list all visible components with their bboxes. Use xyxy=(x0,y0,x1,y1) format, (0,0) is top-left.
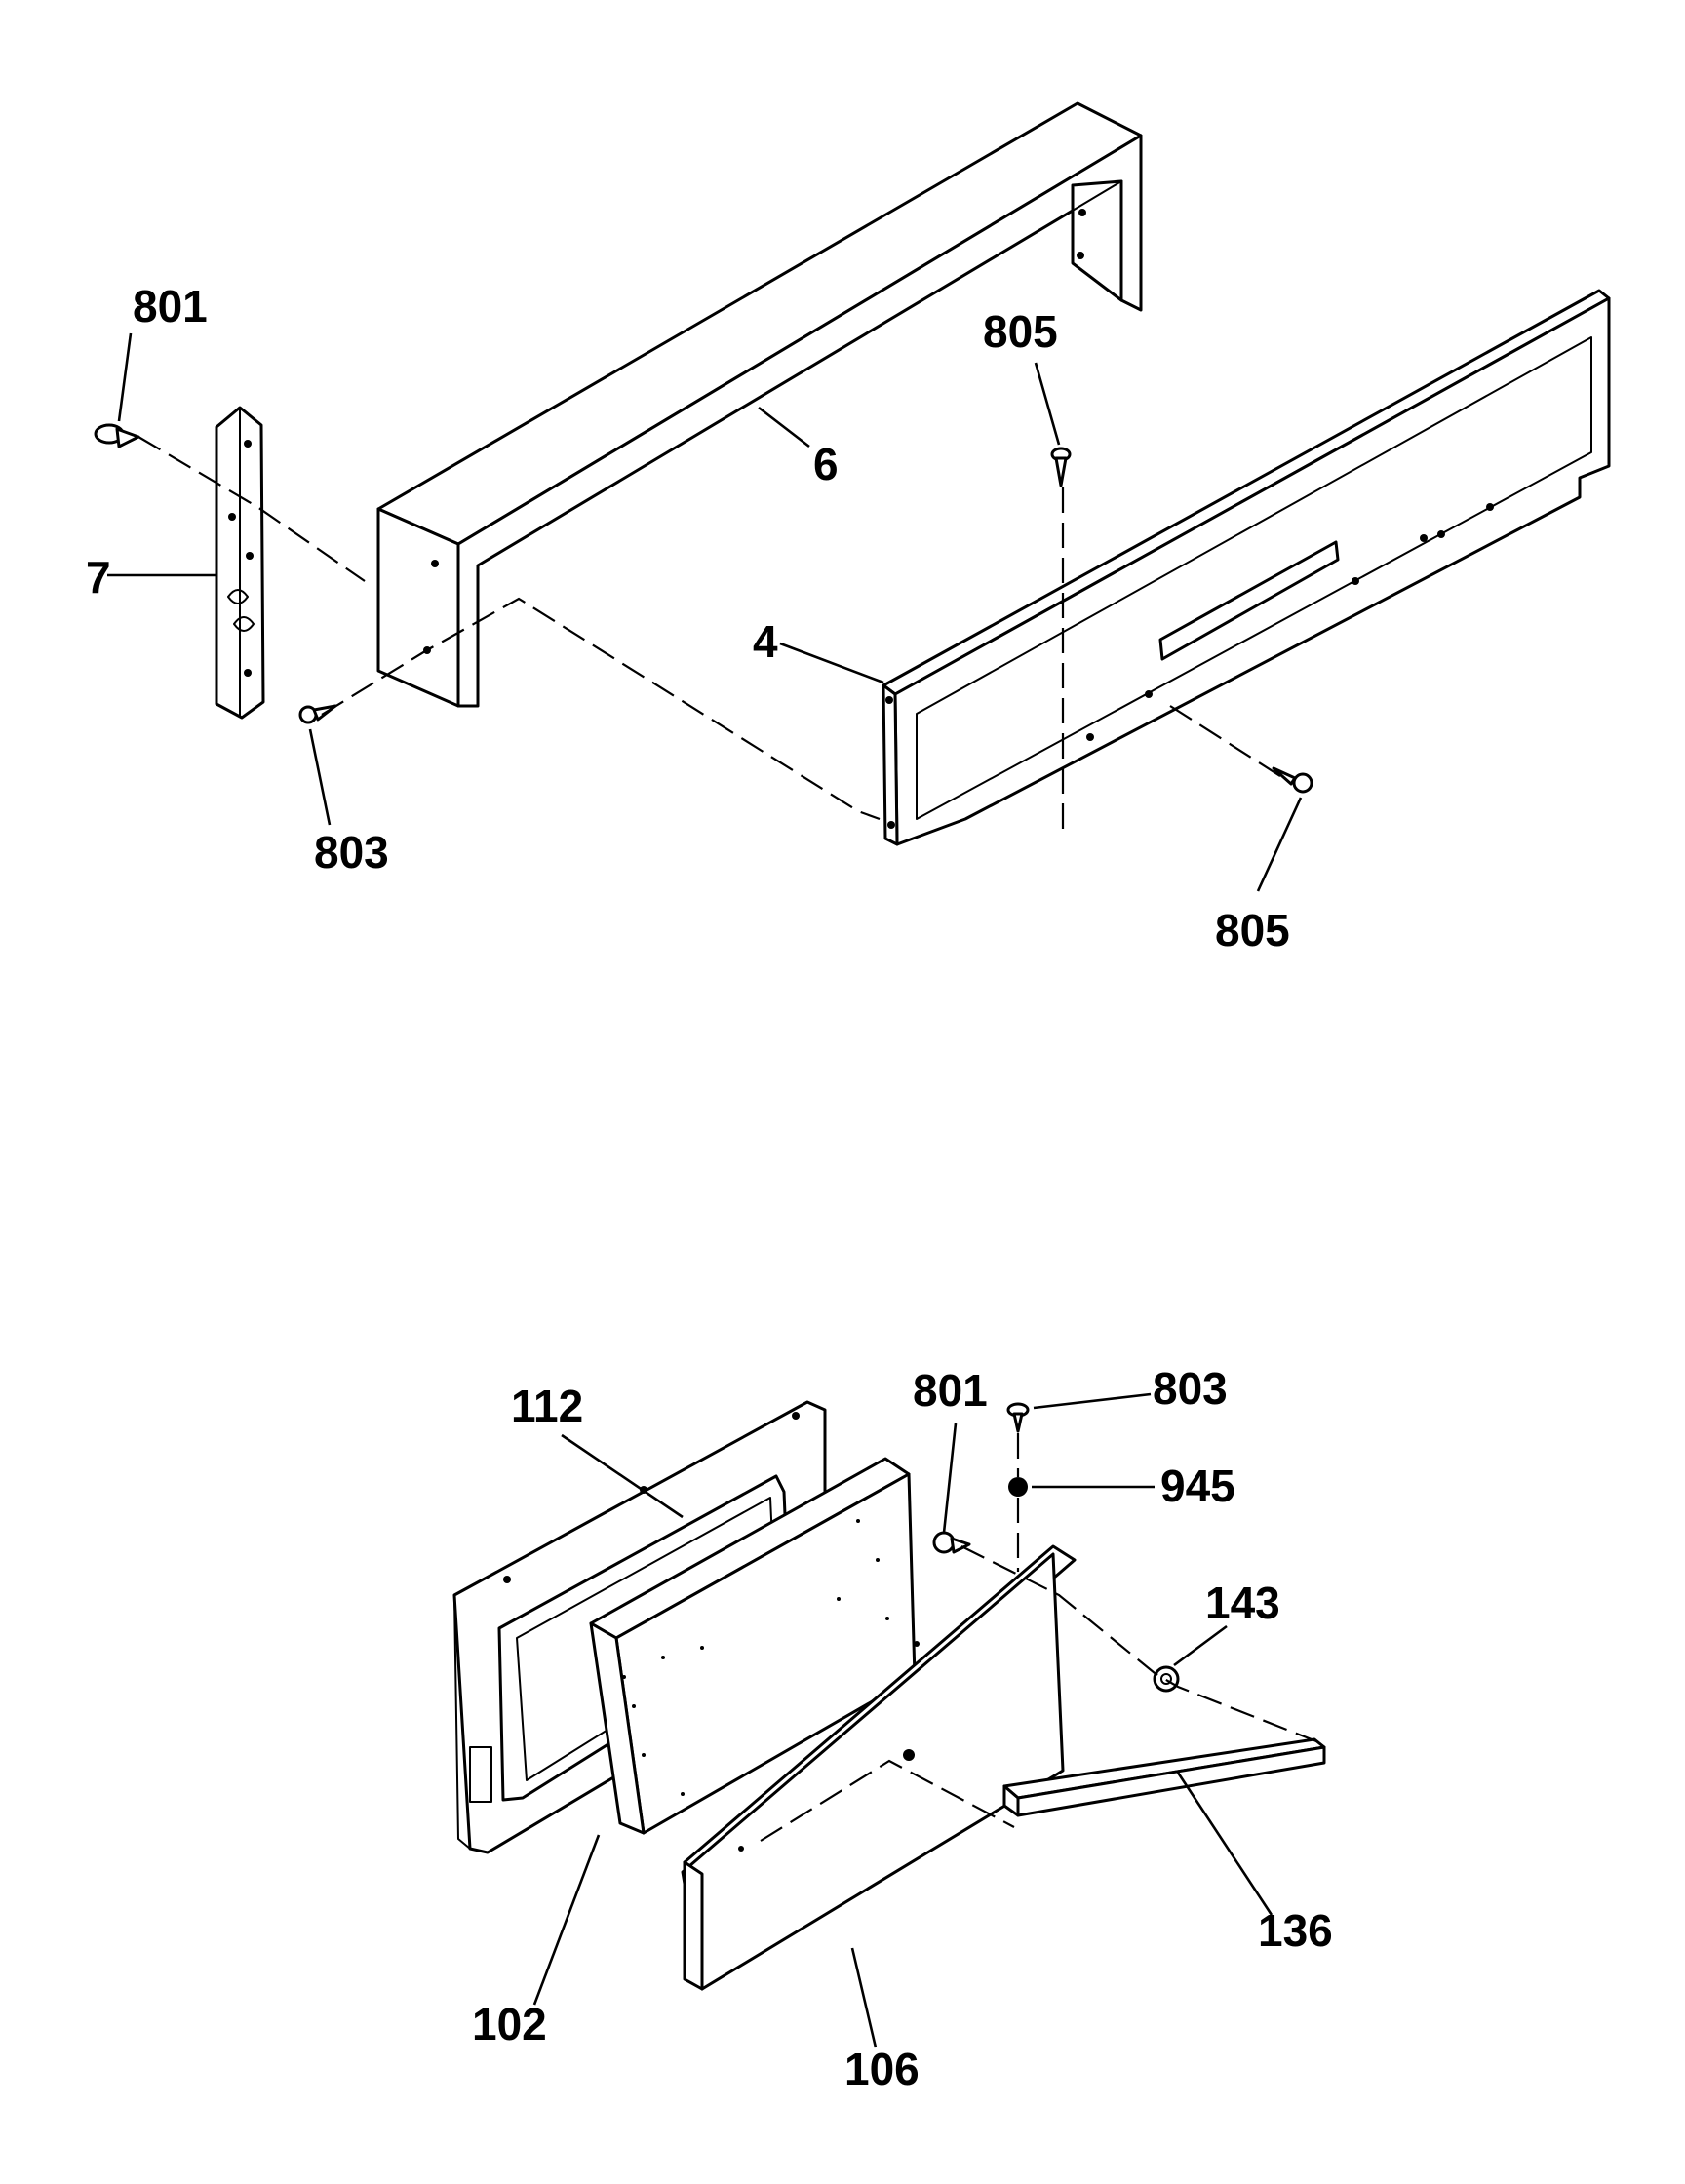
callout-112: 112 xyxy=(511,1381,583,1431)
assembly-line xyxy=(1169,705,1284,779)
handle-part-136 xyxy=(1002,1737,1326,1817)
callout-805-top: 805 xyxy=(983,306,1058,357)
screw-805-side-icon xyxy=(1272,766,1313,794)
bracket-part-7 xyxy=(215,406,265,720)
callout-803-top: 803 xyxy=(314,827,389,878)
callout-136: 136 xyxy=(1258,1905,1333,1956)
screw-805-vertical-icon xyxy=(1050,447,1072,488)
control-panel-part-4 xyxy=(882,289,1611,846)
callout-805-bottom: 805 xyxy=(1215,905,1290,956)
spacer-143-icon xyxy=(1153,1665,1180,1693)
callout-4: 4 xyxy=(753,616,778,667)
callout-945: 945 xyxy=(1160,1461,1235,1511)
callout-106: 106 xyxy=(844,2044,920,2094)
door-panel-part-106 xyxy=(681,1544,1077,1991)
screw-801-lower-icon xyxy=(932,1531,971,1554)
callout-801-top: 801 xyxy=(133,281,208,332)
callout-6: 6 xyxy=(813,439,839,489)
callout-7: 7 xyxy=(86,552,111,603)
assembly-line xyxy=(760,1759,1015,1842)
backguard-part-6 xyxy=(376,101,1143,708)
screw-801-top-icon xyxy=(94,423,140,448)
washer-945-icon xyxy=(1008,1477,1028,1497)
screw-803-lower-icon xyxy=(1006,1402,1030,1433)
assembly-line xyxy=(321,597,881,821)
assembly-line xyxy=(137,436,366,582)
callout-102: 102 xyxy=(472,1999,547,2049)
upper-assembly: 801 805 6 7 4 803 805 xyxy=(86,101,1611,956)
insulation-part-102 xyxy=(589,1457,917,1835)
callout-801-lower: 801 xyxy=(913,1365,988,1416)
assembly-line xyxy=(960,1545,1317,1743)
callout-143: 143 xyxy=(1205,1578,1280,1628)
lower-assembly: 112 801 803 945 143 136 102 106 xyxy=(452,1363,1333,2094)
insulation-texture xyxy=(622,1519,889,1796)
callout-803-lower: 803 xyxy=(1153,1363,1228,1414)
